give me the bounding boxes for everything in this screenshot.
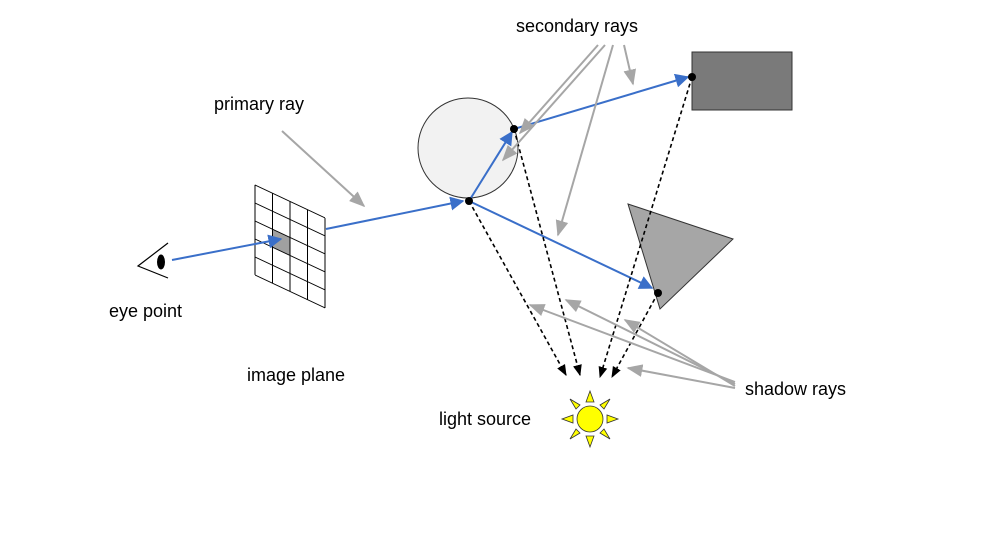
primary-ray-pointer (281, 130, 366, 208)
box-object (691, 51, 793, 111)
primary-ray-label: primary ray (214, 94, 304, 114)
hit-point-box (688, 73, 696, 81)
primary-ray (171, 196, 465, 261)
eye-point-label: eye point (109, 301, 182, 321)
light-source-label: light source (439, 409, 531, 429)
image-plane-label: image plane (247, 365, 345, 385)
eye-icon (136, 242, 169, 279)
intersection-points (465, 73, 696, 297)
hit-point-triangle (654, 289, 662, 297)
sun-icon (560, 389, 620, 449)
image-plane-grid (254, 184, 326, 309)
triangle-object (627, 203, 734, 310)
secondary-rays (468, 73, 690, 289)
secondary-rays-pointers (501, 44, 636, 237)
hit-point-sphere-front (465, 197, 473, 205)
shadow-rays-pointers (528, 299, 736, 389)
shadow-rays (468, 76, 693, 379)
secondary-rays-label: secondary rays (516, 16, 638, 36)
shadow-rays-label: shadow rays (745, 379, 846, 399)
hit-point-sphere-back (510, 125, 518, 133)
